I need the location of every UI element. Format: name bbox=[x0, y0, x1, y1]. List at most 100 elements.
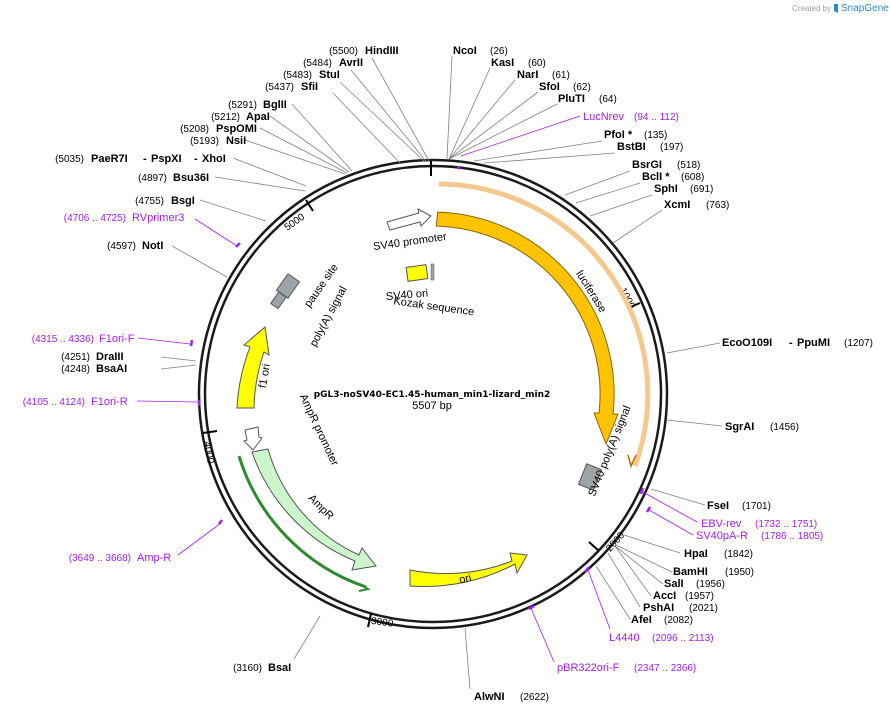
enzyme-position-1957: (1957) bbox=[685, 591, 714, 602]
enzyme-name-hindiii[interactable]: HindIII bbox=[365, 45, 399, 57]
sv40-promoter-feature[interactable] bbox=[386, 208, 432, 231]
enzyme-position-1956: (1956) bbox=[696, 579, 725, 590]
tick-label-5000: 5000 bbox=[283, 211, 308, 233]
enzyme-name-fsei[interactable]: FseI bbox=[707, 500, 729, 512]
enzyme-name-pspxi[interactable]: PspXI bbox=[151, 153, 182, 165]
enzyme-name-avrii[interactable]: AvrII bbox=[339, 57, 363, 69]
plasmid-name: pGL3-noSV40-EC1.45-human_min1-lizard_min… bbox=[314, 390, 551, 400]
enzyme-name-ecoo109i[interactable]: EcoO109I bbox=[722, 337, 772, 349]
primer-name-lucnrev[interactable]: LucNrev bbox=[583, 111, 624, 123]
enzyme-position-26: (26) bbox=[490, 46, 508, 57]
f1-ori-feature[interactable] bbox=[236, 326, 270, 409]
enzyme-name-pspomi[interactable]: PspOMI bbox=[216, 123, 257, 135]
tick-label-3000: 3000 bbox=[370, 616, 394, 630]
enzyme-name-acci[interactable]: AccI bbox=[653, 590, 676, 602]
enzyme-name-bsu36i[interactable]: Bsu36I bbox=[173, 172, 209, 184]
primer-range-l4440: (2096 .. 2113) bbox=[652, 633, 714, 644]
enzyme-name-noti[interactable]: NotI bbox=[142, 240, 163, 252]
enzyme-name-pluti[interactable]: PluTI bbox=[558, 93, 585, 105]
luciferase-highlight-arrowhead bbox=[627, 454, 637, 469]
kozak-sequence-feature[interactable] bbox=[430, 263, 435, 281]
enzyme-name-sfii[interactable]: SfiI bbox=[301, 81, 318, 93]
backbone-outer-ring bbox=[197, 158, 669, 630]
enzyme-separator: - bbox=[143, 153, 147, 165]
primer-range-f1ori-f: (4315 .. 4336) bbox=[32, 334, 94, 345]
tick-mark-4000 bbox=[202, 430, 218, 434]
backbone-inner-ring bbox=[203, 164, 663, 624]
primer-name-amp-r[interactable]: Amp-R bbox=[137, 552, 171, 564]
enzyme-separator: - bbox=[789, 337, 793, 349]
enzyme-name-nari[interactable]: NarI bbox=[517, 69, 538, 81]
enzyme-name-draiii[interactable]: DraIII bbox=[96, 351, 124, 363]
enzyme-name-pshai[interactable]: PshAI bbox=[643, 602, 674, 614]
enzyme-name-bstbi[interactable]: BstBI bbox=[617, 141, 646, 153]
polya-signal-feature[interactable] bbox=[270, 291, 287, 310]
ampr-promoter-feature[interactable] bbox=[243, 426, 263, 451]
tick-mark-5000 bbox=[305, 199, 314, 212]
enzyme-position-4597: (4597) bbox=[107, 241, 136, 252]
primer-binding-marks bbox=[189, 166, 652, 611]
enzyme-position-4755: (4755) bbox=[135, 196, 164, 207]
primer-name-f1ori-f[interactable]: F1ori-F bbox=[99, 333, 135, 345]
enzyme-name-nsii[interactable]: NsiI bbox=[226, 135, 246, 147]
ampr-feature[interactable] bbox=[251, 448, 377, 571]
luciferase-feature[interactable] bbox=[435, 211, 619, 446]
primer-name-ebv-rev[interactable]: EBV-rev bbox=[701, 518, 742, 530]
tick-mark-3000 bbox=[367, 613, 372, 628]
tick-mark-2000 bbox=[588, 541, 600, 552]
primer-range-f1ori-r: (4105 .. 4124) bbox=[23, 397, 85, 408]
tick-label-4000: 4000 bbox=[201, 441, 216, 465]
primer-name-f1ori-r[interactable]: F1ori-R bbox=[91, 396, 128, 408]
primer-name-pbr322ori-f[interactable]: pBR322ori-F bbox=[557, 662, 620, 674]
enzyme-name-afei[interactable]: AfeI bbox=[631, 614, 652, 626]
enzyme-position-5483: (5483) bbox=[283, 70, 312, 81]
primer-range-rvprimer3: (4706 .. 4725) bbox=[64, 213, 126, 224]
enzyme-name-ppumi[interactable]: PpuMI bbox=[797, 337, 830, 349]
enzyme-name-kasi[interactable]: KasI bbox=[491, 57, 514, 69]
sv40-promoter-label: SV40 promoter bbox=[373, 231, 448, 253]
enzyme-name-paer7i[interactable]: PaeR7I bbox=[91, 153, 128, 165]
enzyme-name-stui[interactable]: StuI bbox=[319, 69, 340, 81]
enzyme-position-2021: (2021) bbox=[689, 603, 718, 614]
credit-brand: SnapGene bbox=[841, 3, 889, 14]
enzyme-position-4897: (4897) bbox=[138, 173, 167, 184]
enzyme-position-5208: (5208) bbox=[180, 124, 209, 135]
enzyme-name-hpai[interactable]: HpaI bbox=[684, 548, 708, 560]
enzyme-name-bamhi[interactable]: BamHI bbox=[673, 566, 708, 578]
enzyme-name-bcli[interactable]: BclI * bbox=[642, 171, 670, 183]
ampr-highlight-arrowhead bbox=[358, 583, 371, 592]
enzyme-name-bsrgi[interactable]: BsrGI bbox=[632, 159, 662, 171]
enzyme-name-alwni[interactable]: AlwNI bbox=[474, 691, 505, 703]
ori-feature[interactable] bbox=[409, 552, 528, 587]
enzyme-name-ncoi[interactable]: NcoI bbox=[453, 45, 477, 57]
primer-range-sv40pa-r: (1786 .. 1805) bbox=[761, 531, 823, 542]
enzyme-name-sfoi[interactable]: SfoI bbox=[539, 81, 560, 93]
enzyme-name-sgrai[interactable]: SgrAI bbox=[725, 421, 754, 433]
tick-label-2000: 2000 bbox=[604, 530, 627, 554]
enzyme-name-bsgi[interactable]: BsgI bbox=[171, 195, 195, 207]
enzyme-name-apai[interactable]: ApaI bbox=[246, 111, 270, 123]
enzyme-position-5500: (5500) bbox=[329, 46, 358, 57]
enzyme-name-pfoi[interactable]: PfoI * bbox=[604, 129, 633, 141]
enzyme-name-sphi[interactable]: SphI bbox=[654, 183, 678, 195]
sv40-ori-feature[interactable] bbox=[405, 264, 429, 282]
enzyme-name-bglii[interactable]: BglII bbox=[263, 99, 287, 111]
ampr-promoter-label: AmpR promoter bbox=[297, 392, 341, 468]
enzyme-position-5484: (5484) bbox=[303, 58, 332, 69]
primer-name-l4440[interactable]: L4440 bbox=[609, 632, 640, 644]
enzyme-name-sali[interactable]: SalI bbox=[664, 578, 684, 590]
enzyme-name-xhoi[interactable]: XhoI bbox=[202, 153, 226, 165]
enzyme-name-xcmi[interactable]: XcmI bbox=[664, 199, 690, 211]
ampr-label: AmpR bbox=[306, 492, 336, 522]
enzyme-name-bsai[interactable]: BsaI bbox=[268, 662, 291, 674]
enzyme-position-1842: (1842) bbox=[724, 549, 753, 560]
enzyme-position-518: (518) bbox=[677, 160, 700, 171]
luciferase-highlight bbox=[438, 181, 651, 467]
enzyme-position-5437: (5437) bbox=[265, 82, 294, 93]
primer-name-sv40pa-r[interactable]: SV40pA-R bbox=[696, 530, 748, 542]
enzyme-name-bsaai[interactable]: BsaAI bbox=[96, 363, 127, 375]
sv40-polya-feature[interactable] bbox=[577, 463, 603, 491]
enzyme-position-4251: (4251) bbox=[61, 352, 90, 363]
primer-name-rvprimer3[interactable]: RVprimer3 bbox=[132, 212, 184, 224]
primer-range-lucnrev: (94 .. 112) bbox=[634, 112, 679, 123]
